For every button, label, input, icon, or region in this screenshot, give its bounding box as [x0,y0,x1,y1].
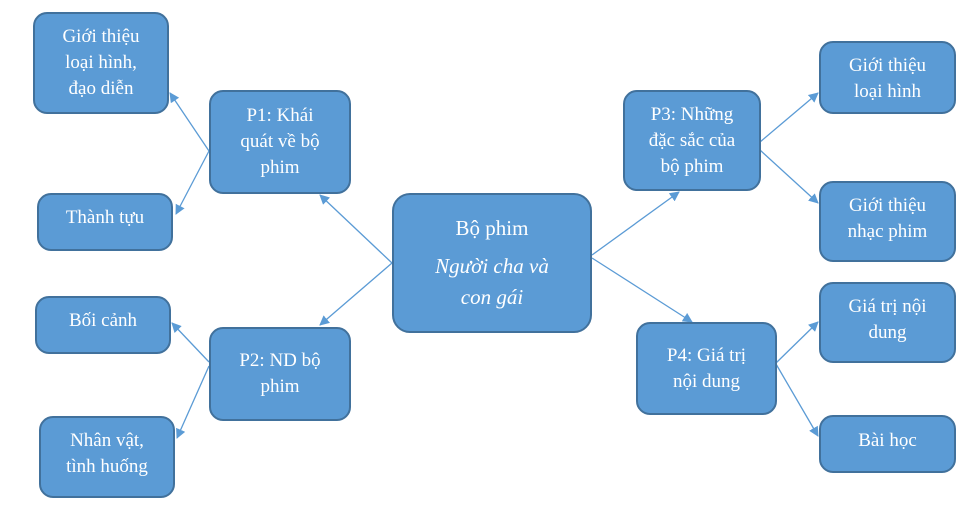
node-line: đạo diễn [68,78,134,99]
leaf-p4c2: Bài học [819,415,956,473]
node-line: Bài học [858,430,917,451]
connector-root-p3 [591,191,680,256]
node-line: P4: Giá trị [666,344,747,366]
node-line: Giới thiệu [848,195,927,216]
node-line: đặc sắc của [648,129,736,151]
node-line: P2: ND bộ [239,350,321,371]
connector-p1-p1c2 [175,150,210,215]
leaf-p1c1: Giới thiệu loại hình, đạo diễn [33,12,169,114]
branch-p4: P4: Giá trị nội dung [636,322,777,415]
leaf-p2c1: Bối cảnh [35,296,171,354]
leaf-p1c2: Thành tựu [37,193,173,251]
node-line: phim [260,157,300,178]
node-line: dung [868,322,907,343]
connector-p3-p3c2 [759,149,819,204]
leaf-p3c2: Giới thiệu nhạc phim [819,181,956,262]
connector-p2-p2c2 [176,365,210,439]
node-line: bộ phim [660,155,724,177]
connector-p3-p3c1 [759,92,819,143]
root-node: Bộ phim Người cha và con gái [392,193,592,333]
node-line: nhạc phim [847,221,928,242]
node-line: quát về bộ [240,131,320,152]
branch-p2: P2: ND bộ phim [209,327,351,421]
leaf-p4c1: Giá trị nội dung [819,282,956,363]
leaf-p3c1: Giới thiệu loại hình [819,41,956,114]
node-line: loại hình [853,81,922,102]
branch-p3: P3: Những đặc sắc của bộ phim [623,90,761,191]
node-line: P3: Những [650,103,734,125]
connector-p2-p2c1 [171,322,210,363]
root-subtitle-line: Người cha và [435,254,549,278]
connector-p1-p1c1 [169,92,210,152]
node-line: Bối cảnh [68,310,138,331]
branch-p1: P1: Khái quát về bộ phim [209,90,351,194]
connector-root-p2 [319,262,393,326]
root-title: Bộ phim [455,216,529,240]
node-line: nội dung [672,370,741,392]
node-line: P1: Khái [246,105,314,126]
connector-root-p4 [591,257,693,323]
node-line: Giá trị nội [848,296,927,317]
node-line: Giới thiệu [848,55,927,76]
node-line: Giới thiệu [62,26,140,47]
connector-root-p1 [319,194,393,264]
connector-p4-p4c1 [775,321,819,364]
node-line: tình huống [66,456,148,477]
node-line: phim [260,376,300,397]
node-line: Thành tựu [65,207,145,228]
node-line: Nhân vật, [70,430,144,451]
leaf-p2c2: Nhân vật, tình huống [39,416,175,498]
node-line: loại hình, [65,52,137,73]
root-subtitle-line: con gái [460,285,524,309]
connector-p4-p4c2 [775,363,819,437]
